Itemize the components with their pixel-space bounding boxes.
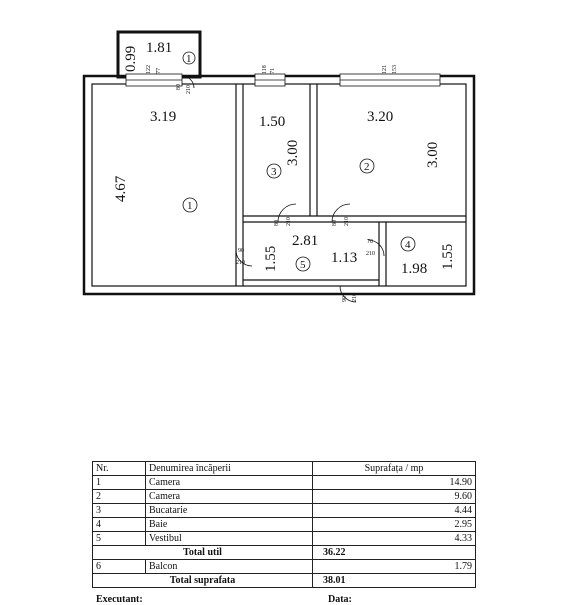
room-area-table: Nr. Denumirea încăperii Suprafața / mp 1…	[92, 461, 476, 588]
balcony-window-h: 77	[156, 68, 162, 74]
total-value: 38.01	[312, 573, 476, 588]
bath-width: 1.98	[401, 261, 427, 277]
hall-extra: 1.13	[331, 250, 357, 266]
table-row: 6 Balcon 1.79	[92, 559, 476, 574]
row-name: Camera	[145, 475, 313, 490]
balcony-door-h: 210	[186, 85, 192, 94]
balcony-number: 1	[186, 53, 192, 65]
room2-length: 3.00	[425, 142, 441, 168]
row-nr: 3	[92, 503, 146, 518]
door-room3-w: 80	[274, 220, 280, 226]
door-room2-h: 210	[344, 217, 350, 226]
executant-label: Executant:	[96, 594, 143, 605]
door-entry-w: 90	[342, 296, 348, 302]
row-name: Vestibul	[145, 531, 313, 546]
floor-plan: 1.81 0.99 1 122 77 80 210 118 71 121 153…	[82, 30, 476, 303]
room3-length: 3.00	[285, 140, 301, 166]
hall-width: 2.81	[292, 233, 318, 249]
header-area: Suprafața / mp	[312, 461, 476, 476]
row-nr: 5	[92, 531, 146, 546]
room3-width: 1.50	[259, 114, 285, 130]
room2-number-circle	[359, 158, 375, 174]
doors	[181, 75, 385, 303]
table-row: 1 Camera 14.90	[92, 475, 476, 490]
row-name: Bucatarie	[145, 503, 313, 518]
row-area: 4.44	[312, 503, 476, 518]
bath-length: 1.55	[440, 244, 456, 270]
table-row: 3 Bucatarie 4.44	[92, 503, 476, 518]
row-area: 9.60	[312, 489, 476, 504]
door-bath-w: 70	[367, 239, 373, 245]
balcony-width: 1.81	[146, 40, 172, 56]
room3-number-circle	[266, 163, 282, 179]
total-row: Total suprafata 38.01	[92, 573, 476, 588]
table-row: 5 Vestibul 4.33	[92, 531, 476, 546]
door-room1-w: 90	[238, 248, 244, 254]
balcony-row-area: 1.79	[312, 559, 476, 574]
balcony-row-nr: 6	[92, 559, 146, 574]
header-name: Denumirea încăperii	[145, 461, 313, 476]
table-row: 4 Baie 2.95	[92, 517, 476, 532]
row-nr: 4	[92, 517, 146, 532]
door-bath-h: 210	[366, 251, 375, 257]
room3-number: 3	[271, 166, 277, 178]
bath-number: 4	[405, 239, 411, 251]
room2-number: 2	[364, 161, 370, 173]
room1-number-circle	[182, 197, 198, 213]
balcony-row-name: Balcon	[145, 559, 313, 574]
interior-walls	[235, 84, 466, 286]
win-room3-w: 118	[262, 65, 268, 74]
total-util-row: Total util 36.22	[92, 545, 476, 560]
row-name: Camera	[145, 489, 313, 504]
hall-number: 5	[300, 259, 306, 271]
door-room2-w: 80	[332, 220, 338, 226]
balcony-depth: 0.99	[123, 46, 139, 72]
row-name: Baie	[145, 517, 313, 532]
balcony-door-w: 80	[176, 84, 182, 90]
windows	[125, 73, 441, 87]
row-area: 2.95	[312, 517, 476, 532]
win-room2-h: 153	[392, 65, 398, 74]
total-util-label: Total util	[92, 545, 313, 560]
door-room1-h: 210	[236, 260, 245, 266]
date-label: Data:	[328, 594, 352, 605]
table-header-row: Nr. Denumirea încăperii Suprafața / mp	[92, 461, 476, 476]
door-room3-h: 210	[286, 217, 292, 226]
win-room3-h: 71	[270, 68, 276, 74]
row-nr: 1	[92, 475, 146, 490]
header-nr: Nr.	[92, 461, 146, 476]
total-util-value: 36.22	[312, 545, 476, 560]
row-nr: 2	[92, 489, 146, 504]
hall-length: 1.55	[263, 246, 279, 272]
table-footer: Executant: Data:	[92, 592, 476, 605]
room1-length: 4.67	[113, 175, 129, 202]
table-row: 2 Camera 9.60	[92, 489, 476, 504]
room1-number: 1	[187, 200, 193, 212]
row-area: 14.90	[312, 475, 476, 490]
door-entry-h: 210	[352, 293, 358, 302]
row-area: 4.33	[312, 531, 476, 546]
balcony-number-circle	[182, 51, 196, 65]
bath-number-circle	[400, 236, 416, 252]
room1-width: 3.19	[150, 109, 176, 125]
total-label: Total suprafata	[92, 573, 313, 588]
balcony-window-w: 122	[146, 65, 152, 74]
win-room2-w: 121	[382, 65, 388, 74]
room2-width: 3.20	[367, 109, 393, 125]
hall-number-circle	[295, 256, 311, 272]
